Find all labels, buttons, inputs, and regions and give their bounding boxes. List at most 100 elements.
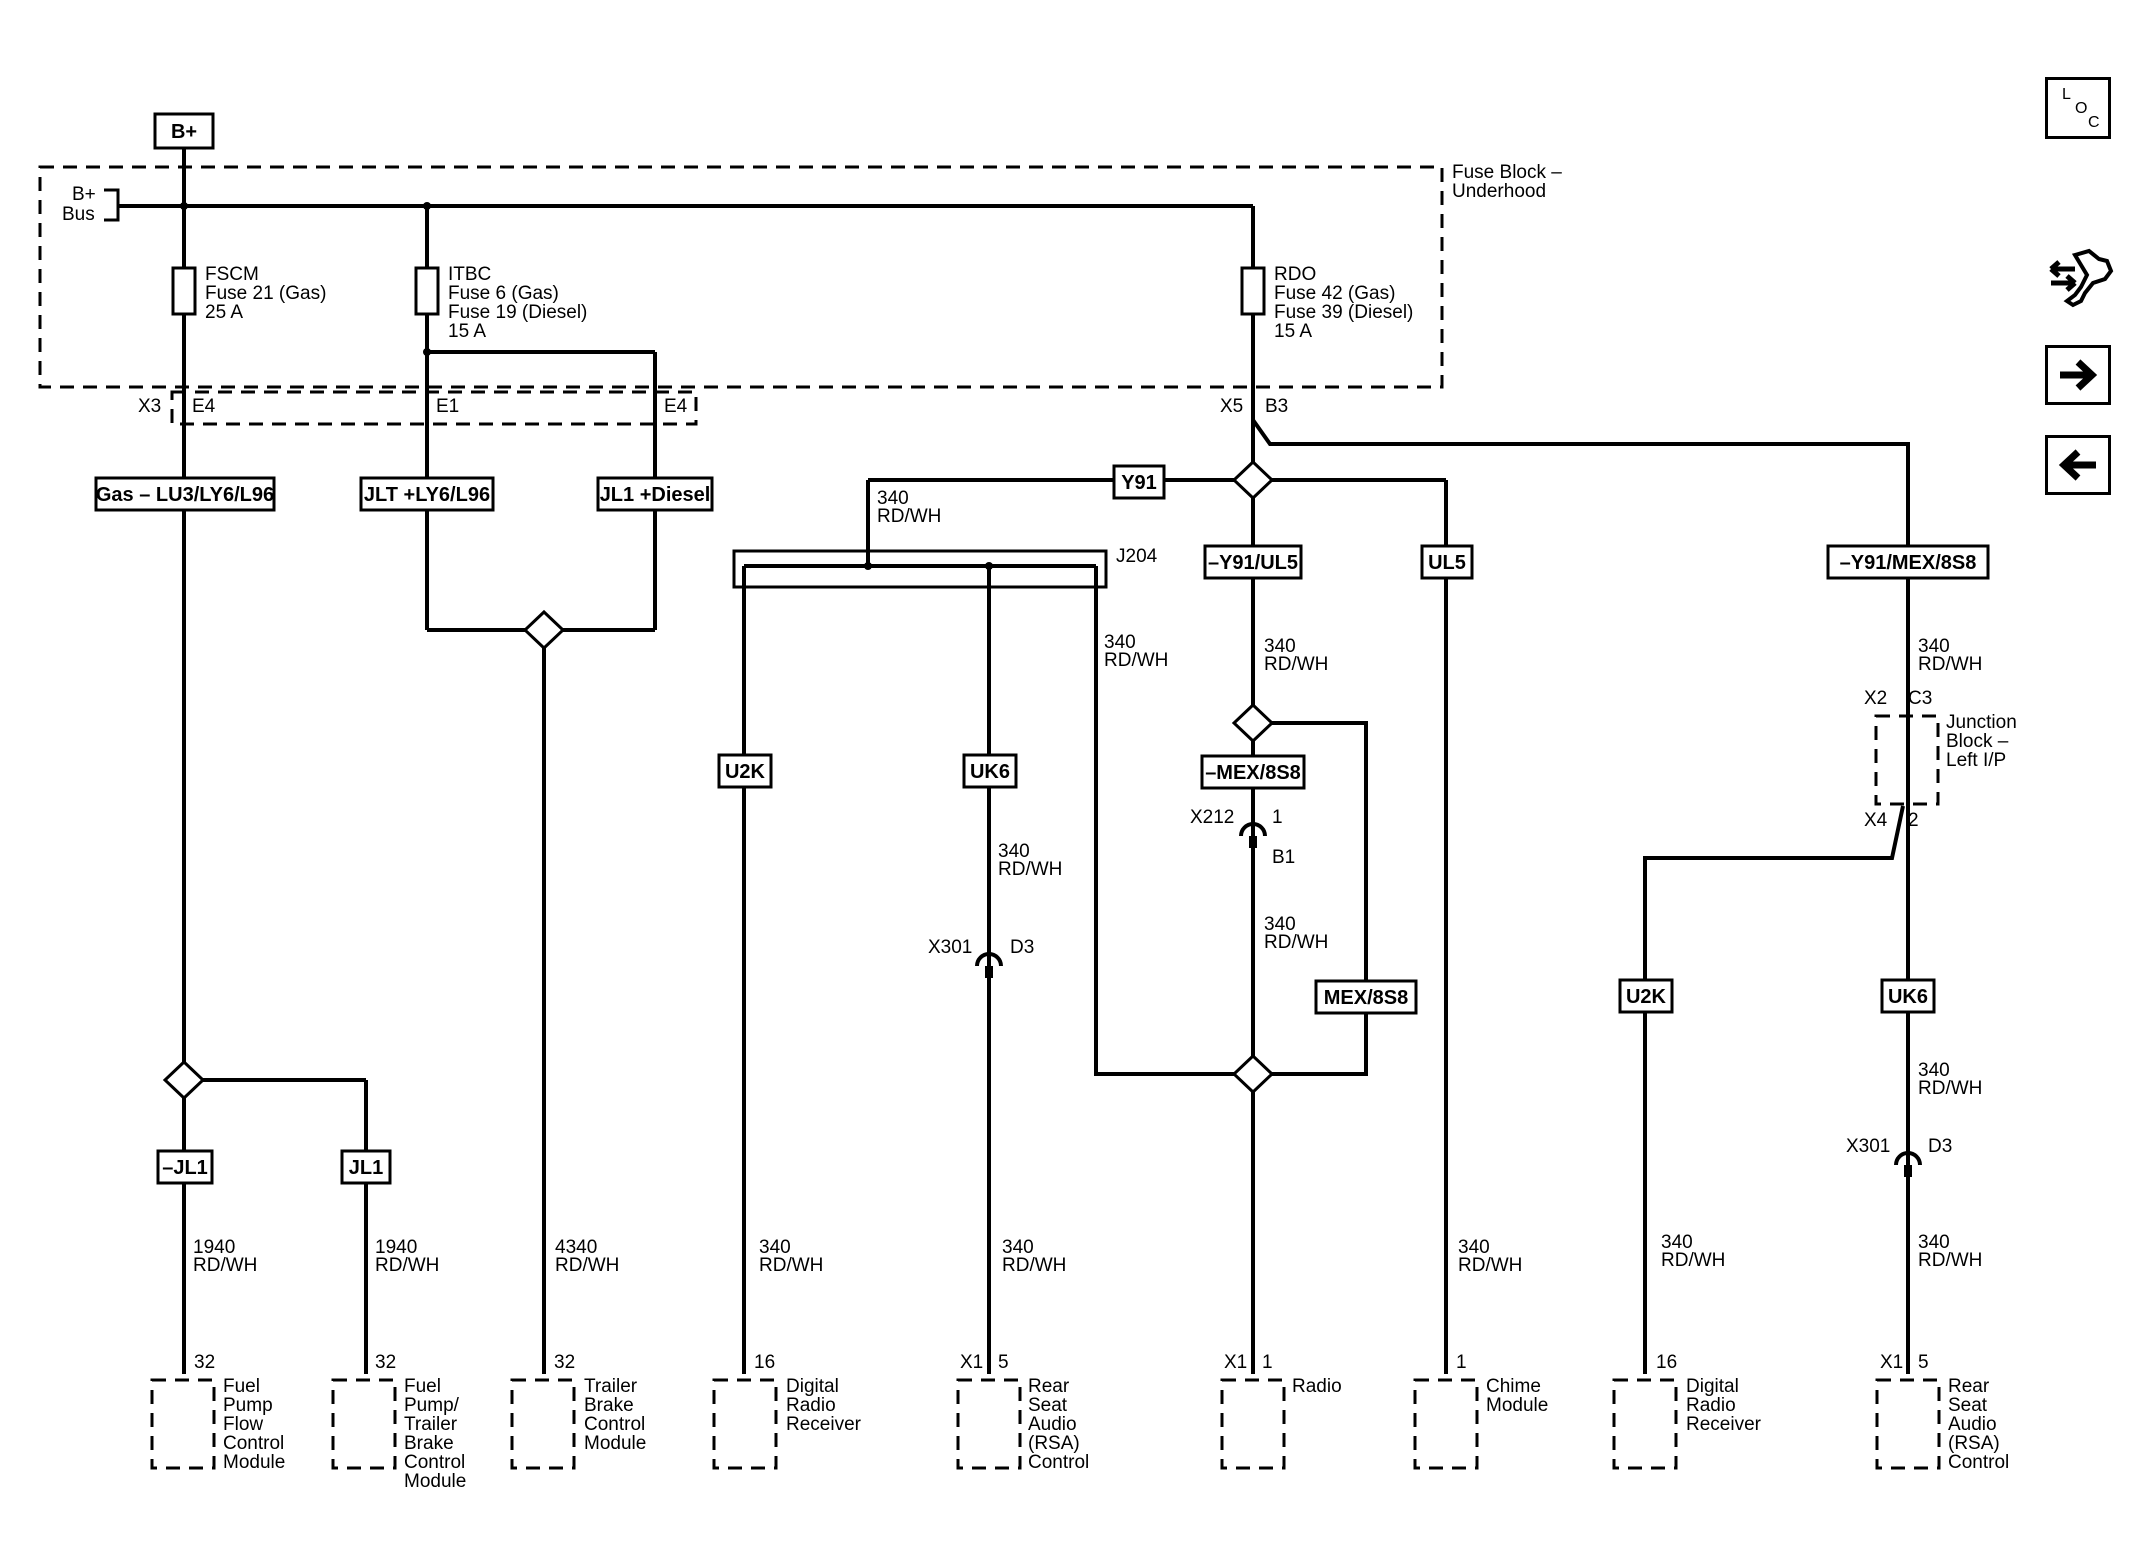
- wire-w2-num: 340: [1104, 632, 1136, 653]
- fptbcm-module-box: [331, 1378, 397, 1470]
- jlt-option-box: [359, 476, 495, 512]
- uk6-option-label-a: UK6: [970, 761, 1010, 783]
- fscm-diamond-splice: [162, 1059, 206, 1101]
- neg-jl1-option-box: [156, 1149, 214, 1185]
- wire-dr2-color: RD/WH: [1661, 1250, 1725, 1271]
- neg-y91-mex-option-box: [1826, 544, 1990, 580]
- radio-diamond-splice: [1231, 1053, 1275, 1095]
- wire-w6-num: 340: [1918, 636, 1950, 657]
- wire-w4-num: 340: [1264, 636, 1296, 657]
- x5-b3-label: B3: [1265, 396, 1288, 417]
- radio-conn: X1: [1224, 1352, 1247, 1373]
- j204-splice-dot-1: [864, 562, 872, 570]
- x212-pin: [1249, 836, 1257, 848]
- x3-label: X3: [138, 396, 161, 417]
- drr2-pin: 16: [1656, 1352, 1677, 1373]
- rsa1-name-5: Control: [1028, 1452, 1089, 1473]
- wire-fp2-color: RD/WH: [375, 1255, 439, 1276]
- neg-y91-ul5-option-box: [1203, 544, 1303, 580]
- x3-e4b-label: E4: [664, 396, 688, 417]
- ul5-option-box: [1420, 544, 1474, 580]
- rdo-fuse-label-4: 15 A: [1274, 321, 1312, 342]
- radio-pin: 1: [1262, 1352, 1273, 1373]
- tbcm-name-2: Brake: [584, 1395, 634, 1416]
- wire-tb-color: RD/WH: [555, 1255, 619, 1276]
- fptbcm-name-4: Brake: [404, 1433, 454, 1454]
- b-plus-source-label: B+: [171, 121, 197, 143]
- rsa2-module-box: [1875, 1378, 1941, 1470]
- mex-diamond-splice: [1231, 702, 1275, 744]
- wire-w4-color: RD/WH: [1264, 654, 1328, 675]
- wire-w3-color: RD/WH: [998, 859, 1062, 880]
- previous-page-button[interactable]: [2045, 435, 2111, 495]
- wire-fp2-num: 1940: [375, 1237, 417, 1258]
- x301b-pin-label: D3: [1928, 1136, 1952, 1157]
- mex-option-label: MEX/8S8: [1324, 987, 1408, 1009]
- wire-w6-color: RD/WH: [1918, 654, 1982, 675]
- rdo-junction-block-wire: [1251, 418, 1910, 1374]
- rdo-fuse-label-3: Fuse 39 (Diesel): [1274, 302, 1413, 323]
- wire-w7-color: RD/WH: [1918, 1078, 1982, 1099]
- gas-option-box: [94, 476, 276, 512]
- x3-e1-label: E1: [436, 396, 459, 417]
- fptbcm-name-3: Trailer: [404, 1414, 458, 1435]
- fptbcm-name-6: Module: [404, 1471, 466, 1492]
- u2k-option-label-b: U2K: [1626, 986, 1667, 1008]
- y91-option-label: Y91: [1121, 472, 1157, 494]
- fscm-fuse-label-1: FSCM: [205, 264, 259, 285]
- fptbcm-name-1: Fuel: [404, 1376, 441, 1397]
- wire-dr1-num: 340: [759, 1237, 791, 1258]
- ul5-option-label: UL5: [1428, 552, 1466, 574]
- fptbcm-pin: 32: [375, 1352, 396, 1373]
- junction-block-name-2: Block –: [1946, 731, 2009, 752]
- x5-label: X5: [1220, 396, 1243, 417]
- next-page-button[interactable]: [2045, 345, 2111, 405]
- fpfcm-pin: 32: [194, 1352, 215, 1373]
- x212-label: X212: [1190, 807, 1234, 828]
- wire-w5-color: RD/WH: [1264, 932, 1328, 953]
- loc-letter-c: C: [2088, 114, 2100, 131]
- itbc-diamond-splice: [522, 609, 566, 651]
- fpfcm-name-2: Pump: [223, 1395, 273, 1416]
- c3-label: C3: [1908, 688, 1932, 709]
- wire-w5-num: 340: [1264, 914, 1296, 935]
- fpfcm-name-5: Module: [223, 1452, 285, 1473]
- rsa2-name-3: Audio: [1948, 1414, 1997, 1435]
- x212-pin-label: 1: [1272, 807, 1283, 828]
- j204-label: J204: [1116, 546, 1158, 567]
- arrow-left-icon: [2058, 449, 2096, 481]
- mex-loop-wire: [1253, 721, 1368, 1076]
- fpfcm-name-1: Fuel: [223, 1376, 260, 1397]
- tbcm-module-box: [510, 1378, 576, 1470]
- fpfcm-name-3: Flow: [223, 1414, 263, 1435]
- y91-option-box: [1112, 464, 1166, 500]
- fpfcm-module-box: [150, 1378, 216, 1470]
- loc-letter-l: L: [2062, 86, 2071, 103]
- gas-option-label: Gas – LU3/LY6/L96: [96, 484, 274, 506]
- connector-wrench-icon[interactable]: [2045, 245, 2115, 315]
- rsa1-module-box: [956, 1378, 1022, 1470]
- itbc-fuse-label-3: Fuse 19 (Diesel): [448, 302, 587, 323]
- fptbcm-name-2: Pump/: [404, 1395, 460, 1416]
- x3-connector-outline: [170, 390, 698, 426]
- x212-connector-symbol: [1239, 822, 1267, 837]
- drr2-name-1: Digital: [1686, 1376, 1739, 1397]
- fptbcm-name-5: Control: [404, 1452, 465, 1473]
- rsa2-name-1: Rear: [1948, 1376, 1990, 1397]
- jl1-diesel-option-box: [596, 476, 714, 512]
- bus-bracket: [104, 188, 120, 222]
- itbc-fuse-label-2: Fuse 6 (Gas): [448, 283, 559, 304]
- x212-b1-label: B1: [1272, 847, 1295, 868]
- rsa2-name-4: (RSA): [1948, 1433, 2000, 1454]
- drr1-name-3: Receiver: [786, 1414, 862, 1435]
- location-view-button[interactable]: L O C: [2045, 77, 2111, 139]
- fscm-fuse-label-2: Fuse 21 (Gas): [205, 283, 326, 304]
- u2k-option-box-a: [717, 753, 773, 789]
- neg-jl1-option-label: –JL1: [162, 1157, 208, 1179]
- drr1-name-2: Radio: [786, 1395, 836, 1416]
- x301a-label: X301: [928, 937, 972, 958]
- wire-w1-color: RD/WH: [877, 506, 941, 527]
- rsa2-conn: X1: [1880, 1352, 1903, 1373]
- arrow-right-icon: [2060, 359, 2098, 391]
